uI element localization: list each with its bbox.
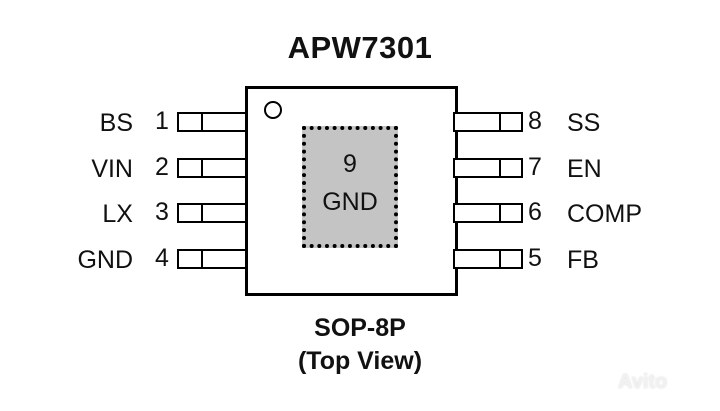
pin1-marker-icon xyxy=(264,101,282,119)
pin-lead-4 xyxy=(177,249,247,269)
pin-lead-5 xyxy=(453,249,523,269)
pin-name: GND xyxy=(77,246,133,274)
pin-lead-1 xyxy=(177,112,247,132)
pin-name: COMP xyxy=(567,200,642,228)
chip-title: APW7301 xyxy=(287,30,433,65)
thermal-pad-number: 9 xyxy=(343,150,357,178)
pin-lead-divider xyxy=(499,205,501,221)
pin-lead-8 xyxy=(453,112,523,132)
watermark: Avito xyxy=(618,371,668,393)
pin-number: 1 xyxy=(155,107,169,135)
pin-lead-divider xyxy=(499,160,501,176)
package-name: SOP-8P xyxy=(314,314,406,342)
pin-lead-6 xyxy=(453,203,523,223)
pin-name: LX xyxy=(102,200,133,228)
pin-number: 6 xyxy=(528,198,542,226)
pin-number: 3 xyxy=(155,198,169,226)
pin-lead-divider xyxy=(201,114,203,130)
pin-lead-divider xyxy=(201,205,203,221)
pin-number: 7 xyxy=(528,153,542,181)
pin-lead-divider xyxy=(499,114,501,130)
pin-lead-divider xyxy=(499,251,501,267)
pin-name: EN xyxy=(567,155,602,183)
pin-lead-divider xyxy=(201,251,203,267)
pin-number: 4 xyxy=(155,244,169,272)
thermal-pad xyxy=(302,126,398,248)
pin-name: VIN xyxy=(91,155,133,183)
pin-lead-3 xyxy=(177,203,247,223)
pin-lead-2 xyxy=(177,158,247,178)
pin-name: BS xyxy=(99,109,133,137)
package-view: (Top View) xyxy=(297,347,423,375)
thermal-pad-name: GND xyxy=(322,188,378,216)
pin-lead-7 xyxy=(453,158,523,178)
pin-number: 5 xyxy=(528,244,542,272)
pin-lead-divider xyxy=(201,160,203,176)
pin-name: FB xyxy=(567,246,599,274)
pin-number: 8 xyxy=(528,107,542,135)
pin-number: 2 xyxy=(155,153,169,181)
pin-name: SS xyxy=(567,109,601,137)
